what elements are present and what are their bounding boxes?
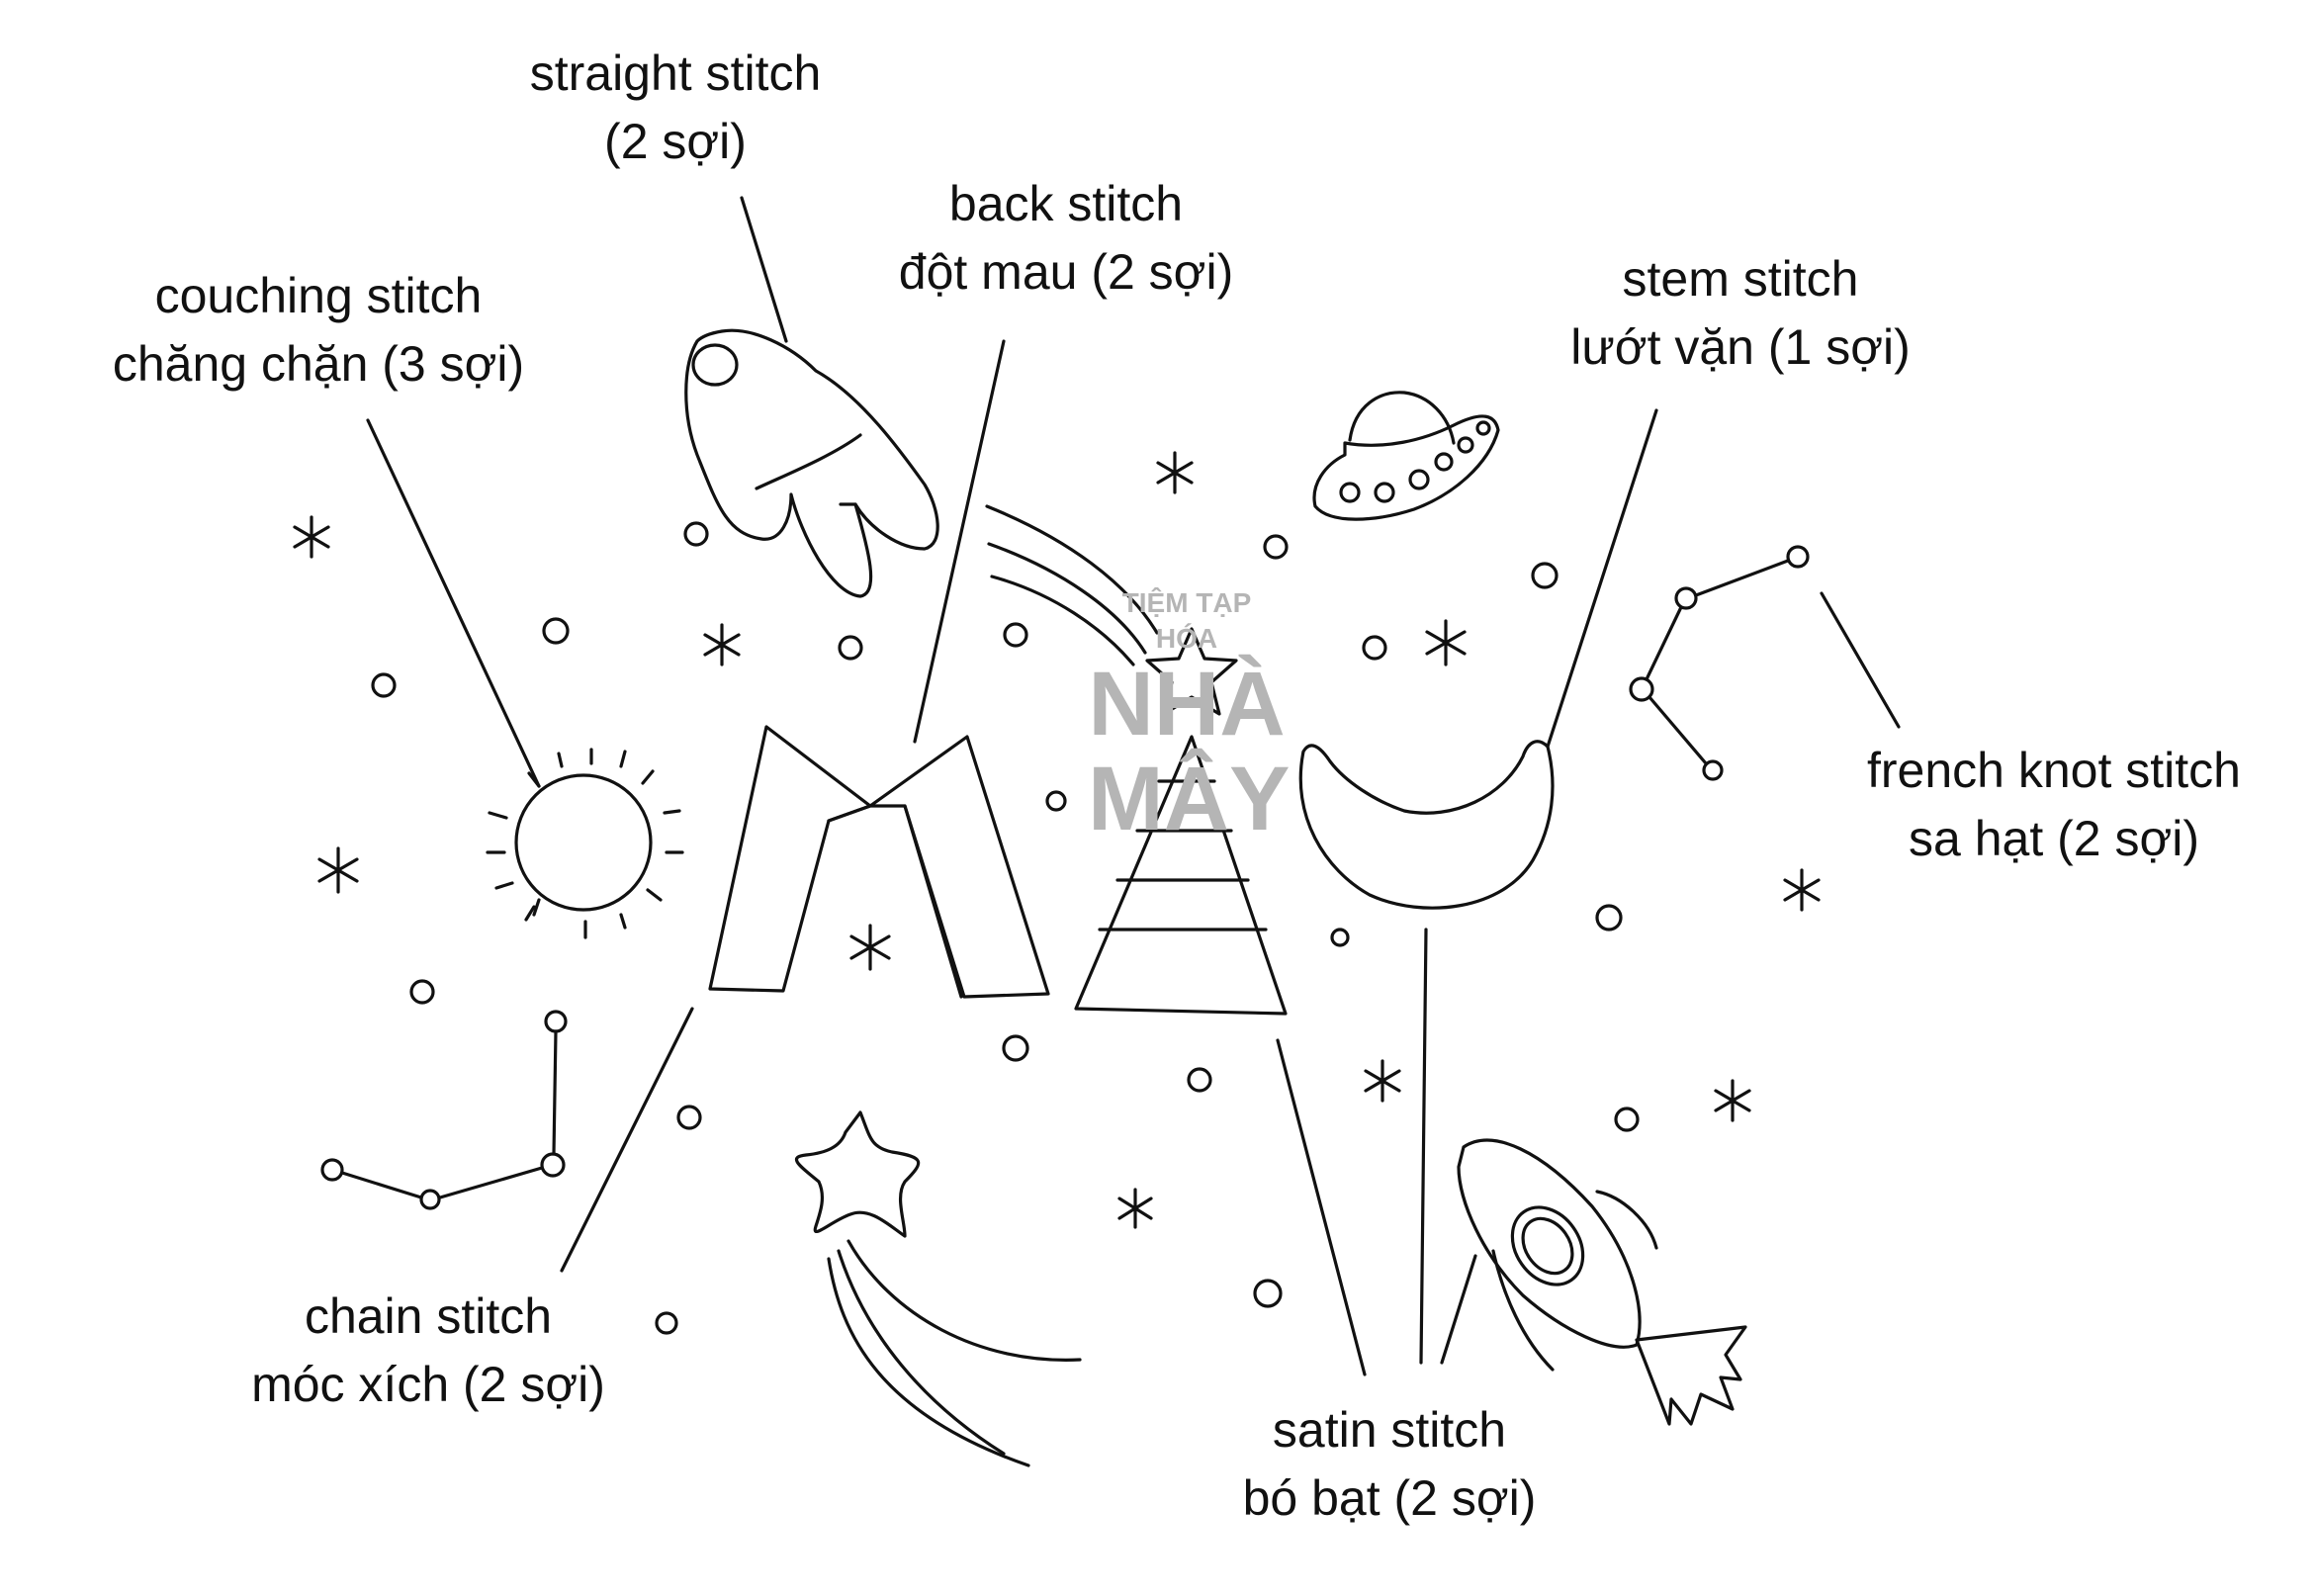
constellation-left [320, 1010, 568, 1210]
label-stem-stitch: stem stitch lướt vặn (1 sợi) [1570, 245, 1911, 382]
leader-satin-2 [1419, 928, 1428, 1365]
leader-stem [1546, 408, 1658, 749]
label-satin-line2: bó bạt (2 sợi) [1242, 1470, 1537, 1526]
watermark: TIỆM TẠP HÓA NHÀ MÂY [1088, 585, 1291, 849]
letter-m-drawing [708, 725, 1050, 999]
label-satin-line1: satin stitch [1272, 1402, 1507, 1458]
label-straight-stitch: straight stitch (2 sợi) [530, 40, 822, 176]
astronaut-drawing [684, 328, 939, 598]
label-stem-line2: lướt vặn (1 sợi) [1570, 319, 1911, 375]
label-straight-line2: (2 sợi) [604, 114, 747, 169]
leader-french [1820, 591, 1901, 729]
shooting-star-lower [794, 1110, 1082, 1467]
sun-drawing [486, 748, 684, 939]
label-french-knot-stitch: french knot stitch sa hạt (2 sợi) [1867, 737, 2241, 873]
moon-drawing [1298, 740, 1555, 910]
leader-straight [740, 196, 788, 343]
leader-lines [366, 196, 1901, 1376]
rocket-drawing [1457, 1138, 1747, 1426]
label-couching-line2: chăng chặn (3 sợi) [112, 336, 525, 392]
label-chain-line2: móc xích (2 sợi) [251, 1357, 605, 1412]
label-chain-line1: chain stitch [304, 1288, 553, 1344]
label-couching-stitch: couching stitch chăng chặn (3 sợi) [113, 262, 524, 399]
label-back-line1: back stitch [948, 176, 1184, 231]
label-stem-line1: stem stitch [1622, 251, 1859, 307]
shooting-star-upper [985, 504, 1238, 716]
watermark-line1: TIỆM TẠP HÓA [1121, 587, 1252, 654]
star-asterisks [293, 451, 1821, 1229]
french-knot-dots [371, 521, 1640, 1335]
watermark-line3: MÂY [1088, 749, 1291, 849]
constellation-right [1629, 545, 1810, 781]
ufo-drawing [1312, 391, 1500, 521]
label-straight-line1: straight stitch [529, 45, 822, 101]
label-chain-stitch: chain stitch móc xích (2 sợi) [251, 1283, 605, 1419]
cone-drawing [1074, 735, 1288, 1016]
leader-satin-1 [1276, 1038, 1367, 1376]
watermark-line2: NHÀ [1088, 654, 1286, 754]
label-back-line2: đột mau (2 sợi) [898, 244, 1234, 300]
leader-satin-3 [1440, 1254, 1477, 1365]
leader-back [913, 339, 1006, 744]
label-french-line1: french knot stitch [1867, 743, 2241, 798]
label-couching-line1: couching stitch [154, 268, 483, 323]
leader-chain [560, 1007, 694, 1273]
label-french-line2: sa hạt (2 sợi) [1909, 811, 2199, 866]
label-back-stitch: back stitch đột mau (2 sợi) [899, 170, 1233, 307]
leader-couching [366, 418, 541, 788]
label-satin-stitch: satin stitch bó bạt (2 sợi) [1243, 1396, 1537, 1533]
